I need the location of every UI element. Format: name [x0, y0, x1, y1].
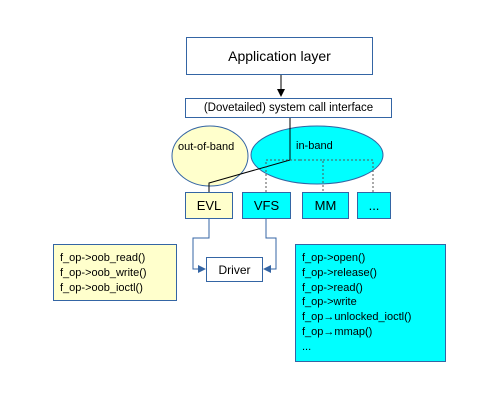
in-band-label: in-band	[296, 140, 333, 152]
application-layer-box: Application layer	[186, 37, 373, 75]
oob-op-item: f_op->oob_ioctl()	[60, 281, 143, 294]
inband-ops-list: f_op->open() f_op->release() f_op->read(…	[295, 244, 446, 362]
evl-to-driver-arrow	[192, 219, 210, 273]
oob-op-item: f_op->oob_read()	[60, 252, 146, 264]
mm-box: MM	[302, 192, 349, 219]
syscall-to-evl-line	[208, 118, 291, 192]
inband-op-item: f_op→unlocked_ioctl()	[302, 311, 412, 324]
in-band-oval	[250, 125, 384, 185]
mm-label: MM	[314, 198, 337, 213]
vfs-to-driver-arrow	[263, 219, 277, 273]
out-of-band-oval	[171, 125, 249, 187]
oob-op-item: f_op->oob_write()	[60, 266, 147, 279]
inband-op-item: f_op->open()	[302, 252, 366, 264]
syscall-interface-box: (Dovetailed) system call interface	[185, 98, 392, 118]
vfs-label: VFS	[253, 198, 280, 213]
inband-op-item: f_op->read()	[302, 281, 363, 294]
inband-to-mm-dotted	[300, 159, 324, 192]
inband-op-item: f_op->write	[302, 296, 357, 309]
inband-op-item: ...	[302, 340, 312, 353]
evl-box: EVL	[185, 192, 233, 219]
driver-box: Driver	[206, 257, 263, 282]
application-layer-label: Application layer	[228, 48, 331, 64]
vfs-box: VFS	[242, 192, 291, 219]
more-subsystems-label: ...	[368, 198, 380, 213]
syscall-interface-label: (Dovetailed) system call interface	[203, 102, 374, 114]
oob-ops-list: f_op->oob_read() f_op->oob_write() f_op-…	[53, 244, 177, 301]
evl-label: EVL	[196, 198, 222, 213]
more-subsystems-box: ...	[357, 192, 391, 219]
driver-label: Driver	[218, 262, 251, 277]
inband-op-item: f_op→mmap()	[302, 325, 373, 338]
inband-op-item: f_op->release()	[302, 266, 377, 279]
inband-to-more-dotted	[323, 159, 374, 192]
inband-to-vfs-dotted	[265, 159, 300, 192]
out-of-band-label: out-of-band	[178, 141, 235, 153]
